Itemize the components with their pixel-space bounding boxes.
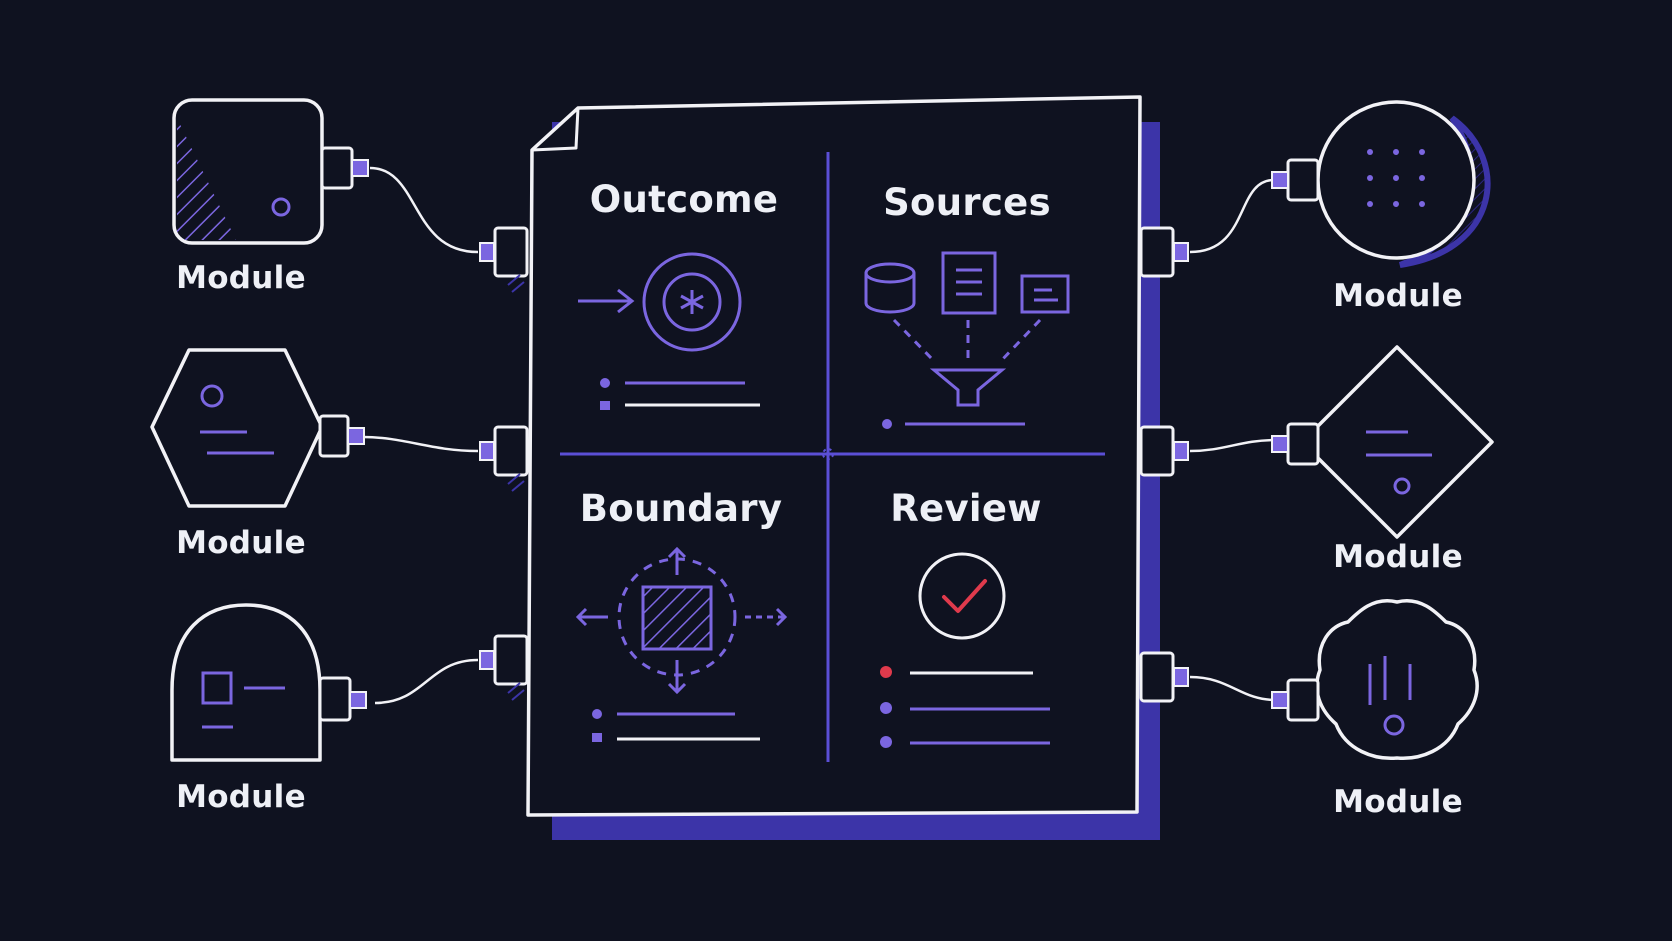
quadrant-title-boundary: Boundary [579, 487, 783, 530]
module-right-2-shape [1271, 345, 1494, 539]
cables [362, 166, 1277, 705]
port-right-1 [1139, 226, 1175, 278]
module-label-right-1: Module [1333, 278, 1463, 314]
check-icon [918, 552, 1006, 640]
target-icon [578, 252, 742, 352]
module-label-right-2: Module [1333, 539, 1463, 575]
module-label-left-3: Module [176, 779, 306, 815]
review-list [880, 666, 1050, 748]
funnel-icon [864, 251, 1070, 407]
document-folded-corner [531, 107, 580, 152]
port-left-3 [493, 634, 529, 686]
boundary-list [592, 709, 760, 742]
module-left-1-shape [172, 98, 369, 245]
module-label-left-2: Module [176, 525, 306, 561]
module-right-3-shape [1271, 598, 1479, 760]
quadrant-title-sources: Sources [883, 181, 1051, 224]
divider-crosshair [822, 448, 834, 460]
port-right-3 [1139, 651, 1175, 703]
port-right-2 [1139, 425, 1175, 477]
outcome-list [600, 378, 760, 410]
module-label-right-3: Module [1333, 784, 1463, 820]
module-label-left-1: Module [176, 260, 306, 296]
module-left-3-shape [170, 603, 367, 762]
document-source-icon [941, 251, 997, 315]
card-source-icon [1020, 274, 1070, 314]
module-left-2-shape [150, 348, 365, 508]
port-left-1 [493, 226, 529, 278]
quadrant-title-review: Review [890, 487, 1042, 530]
boundary-icon [575, 546, 788, 695]
port-left-2 [493, 425, 529, 477]
quadrant-title-outcome: Outcome [589, 178, 779, 221]
sources-list [882, 419, 1025, 429]
module-right-1-shape [1271, 100, 1503, 274]
